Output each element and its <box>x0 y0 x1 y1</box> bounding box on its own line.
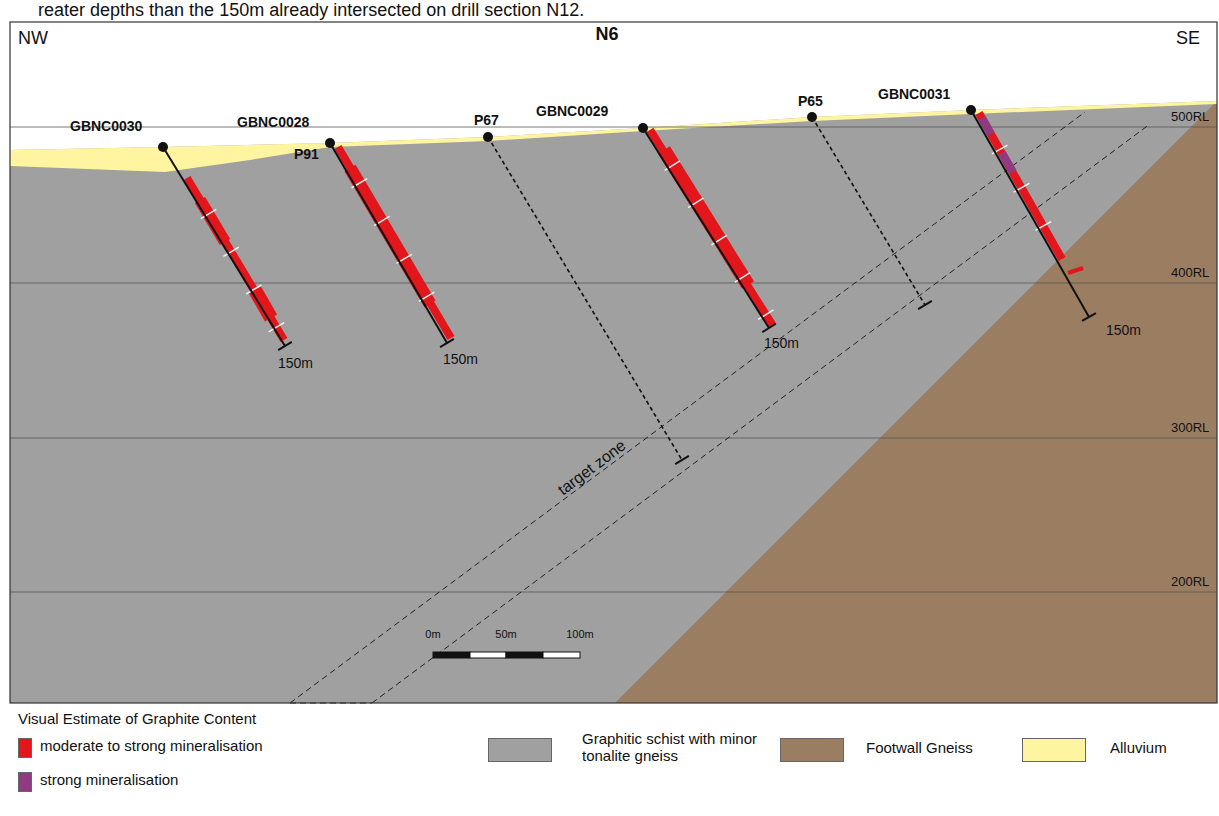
scale-label: 0m <box>425 628 440 641</box>
end-tick <box>675 456 689 464</box>
planned-holes <box>488 117 925 460</box>
hole-name: P91 <box>294 146 319 162</box>
end-tick <box>440 339 454 347</box>
legend-swatch <box>18 772 32 792</box>
legend-swatch <box>488 738 552 762</box>
legend-text: Alluvium <box>1110 739 1167 756</box>
mineralisation <box>187 113 1083 340</box>
strong-mineralisation <box>982 118 1013 172</box>
legend-text: moderate to strong mineralisation <box>40 737 263 754</box>
legend-text: Footwall Gneiss <box>866 739 973 756</box>
scale-label: 50m <box>495 628 516 641</box>
rl-label: 300RL <box>1171 421 1209 436</box>
hole-depth: 150m <box>443 351 478 367</box>
footwall-gneiss <box>615 101 1217 703</box>
legend-text: strong mineralisation <box>40 771 178 788</box>
hole-depth: 150m <box>764 335 799 351</box>
rl-label: 400RL <box>1171 266 1209 281</box>
hole-name: GBNC0031 <box>878 86 950 102</box>
legend-swatch <box>18 738 32 758</box>
hole-depth: 150m <box>278 355 313 371</box>
legend-swatch <box>780 738 844 762</box>
rl-label: 500RL <box>1171 110 1209 125</box>
legend-heading: Visual Estimate of Graphite Content <box>18 710 256 727</box>
scale-label: 100m <box>566 628 594 641</box>
rl-grid <box>10 127 1217 592</box>
target-zone <box>290 112 1150 703</box>
direction-label: SE <box>1176 28 1200 49</box>
zone-label: target zone <box>554 437 629 500</box>
schist-unit <box>10 101 1217 703</box>
legend-swatch <box>1022 738 1086 762</box>
hole-name: GBNC0028 <box>237 114 309 130</box>
end-tick <box>762 324 776 333</box>
end-tick <box>918 301 932 309</box>
scale-bar <box>433 652 580 658</box>
hole-depth: 150m <box>1106 322 1141 338</box>
section-frame <box>10 22 1217 703</box>
hole-name: P67 <box>474 112 499 128</box>
end-tick <box>1082 313 1096 321</box>
caption-fragment: reater depths than the 150m already inte… <box>38 0 584 21</box>
hole-end-ticks <box>278 301 1096 464</box>
rl-label: 200RL <box>1171 575 1209 590</box>
direction-label: NW <box>18 28 48 49</box>
end-tick <box>278 342 292 350</box>
section-title: N6 <box>595 24 618 45</box>
hole-name: P65 <box>798 93 823 109</box>
legend-text: Graphitic schist with minor tonalite gne… <box>582 730 772 765</box>
hole-name: GBNC0030 <box>70 118 142 134</box>
hole-name: GBNC0029 <box>536 103 608 119</box>
alluvium <box>10 101 1217 172</box>
drill-holes <box>163 110 1089 346</box>
